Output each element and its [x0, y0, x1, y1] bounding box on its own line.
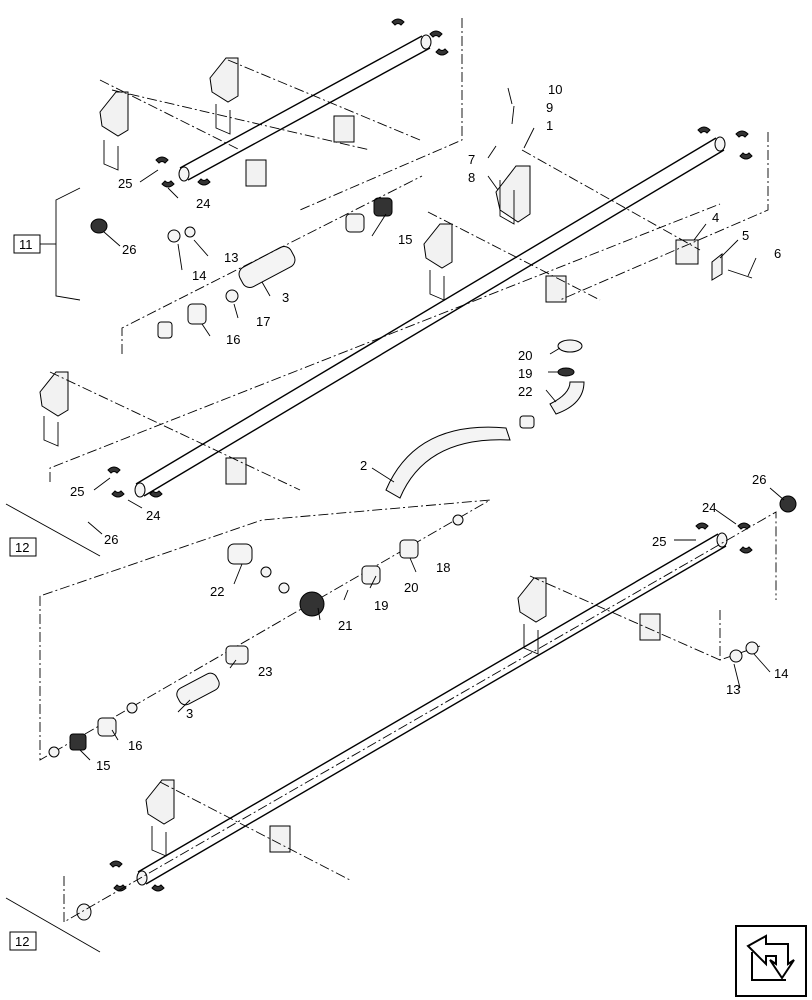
leader-lines	[79, 87, 785, 761]
callout-18: 18	[436, 560, 450, 575]
callout-17: 17	[256, 314, 270, 329]
callout-5: 5	[742, 228, 749, 243]
callout-25-mid: 25	[70, 484, 84, 499]
callout-19-top: 19	[518, 366, 532, 381]
callout-3-top: 3	[282, 290, 289, 305]
callout-4: 4	[712, 210, 719, 225]
callout-23: 23	[258, 664, 272, 679]
return-arrow-icon[interactable]	[735, 925, 807, 997]
reference-box-12-middle-label: 12	[15, 540, 29, 555]
callout-10: 10	[548, 82, 562, 97]
reference-box-11-label: 11	[19, 237, 33, 252]
bottom-pipe-assembly	[63, 495, 797, 923]
reference-box-12-middle: 12	[9, 537, 37, 557]
callout-3-bottom: 3	[186, 706, 193, 721]
callout-24-top: 24	[196, 196, 210, 211]
reference-brackets	[5, 187, 101, 953]
reference-box-12-bottom: 12	[9, 931, 37, 951]
reference-box-12-bottom-label: 12	[15, 934, 29, 949]
callout-15-bottom: 15	[96, 758, 110, 773]
callout-2: 2	[360, 458, 367, 473]
callout-22-top: 22	[518, 384, 532, 399]
callout-25-bottom: 25	[652, 534, 666, 549]
callout-20-top: 20	[518, 348, 532, 363]
callout-26-bottom: 26	[752, 472, 766, 487]
callout-24-bottom: 24	[702, 500, 716, 515]
lower-fittings-assembly	[39, 499, 491, 761]
callout-9: 9	[546, 100, 553, 115]
callout-22-bottom: 22	[210, 584, 224, 599]
callout-20-bottom: 20	[404, 580, 418, 595]
callout-13-top: 13	[224, 250, 238, 265]
callout-7: 7	[468, 152, 475, 167]
reference-box-11: 11	[13, 234, 41, 254]
hose-assembly	[385, 339, 585, 499]
callout-25-top: 25	[118, 176, 132, 191]
callout-1: 1	[546, 118, 553, 133]
callout-14-bottom: 14	[774, 666, 788, 681]
top-pipe-assembly	[99, 18, 463, 211]
callout-6: 6	[774, 246, 781, 261]
callout-21: 21	[338, 618, 352, 633]
callout-14-top: 14	[192, 268, 206, 283]
callout-15-top: 15	[398, 232, 412, 247]
callout-24-mid: 24	[146, 508, 160, 523]
middle-pipe-assembly	[39, 126, 769, 498]
callout-16-top: 16	[226, 332, 240, 347]
callout-8: 8	[468, 170, 475, 185]
callout-26-mid: 26	[104, 532, 118, 547]
callout-numbers: 25 24 26 13 14 3 17 16 15 10 9 1 7 8 4 5…	[70, 82, 788, 773]
callout-19-bottom: 19	[374, 598, 388, 613]
callout-13-bottom: 13	[726, 682, 740, 697]
callout-16-bottom: 16	[128, 738, 142, 753]
callout-26-top: 26	[122, 242, 136, 257]
